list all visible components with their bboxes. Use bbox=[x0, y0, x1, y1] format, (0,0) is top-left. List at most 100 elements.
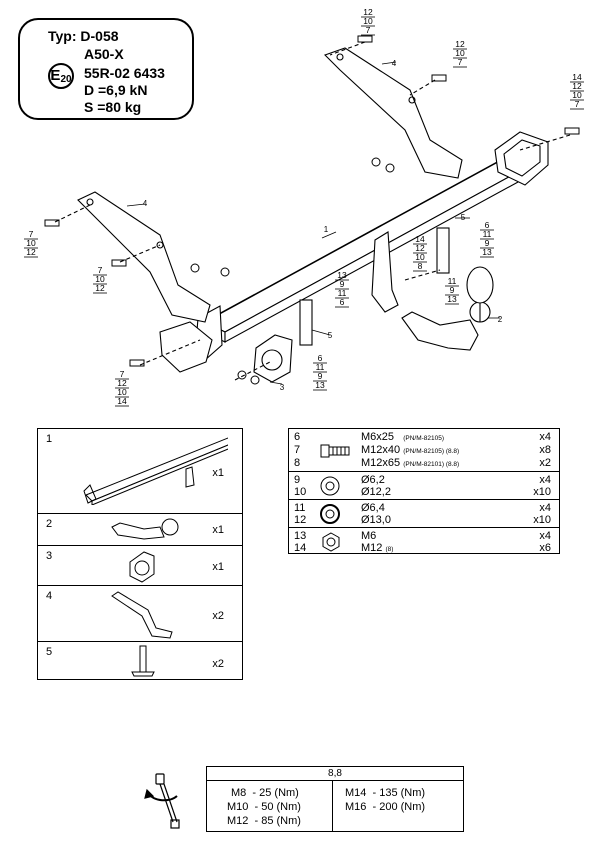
label-part-3: 3 bbox=[280, 383, 285, 392]
label-part-4-lower: 4 bbox=[143, 199, 148, 208]
svg-text:11: 11 bbox=[338, 288, 347, 298]
svg-text:12: 12 bbox=[455, 39, 465, 49]
svg-text:12: 12 bbox=[26, 247, 36, 257]
svg-text:10: 10 bbox=[95, 274, 105, 284]
svg-text:9: 9 bbox=[450, 285, 455, 295]
callout-stack-top: 12 10 7 bbox=[363, 7, 373, 35]
torque-m10: M10 - 50 (Nm) bbox=[227, 801, 301, 813]
svg-text:11: 11 bbox=[316, 362, 325, 372]
callout-stack-upper-right: 14 12 10 7 bbox=[572, 72, 582, 109]
svg-text:10: 10 bbox=[415, 252, 425, 262]
type-value: D-058 bbox=[80, 28, 119, 44]
part-number: 1 bbox=[46, 433, 53, 445]
bracket-part-4-lower bbox=[77, 191, 211, 323]
svg-text:6: 6 bbox=[485, 220, 490, 230]
label-part-4-upper: 4 bbox=[392, 59, 397, 68]
nut-icon bbox=[322, 532, 340, 552]
svg-text:14: 14 bbox=[117, 396, 127, 406]
svg-text:13: 13 bbox=[337, 270, 347, 280]
approval-number: 55R-02 6433 bbox=[84, 65, 165, 81]
svg-text:12: 12 bbox=[363, 7, 373, 17]
approval-e-mark: E20 bbox=[48, 63, 74, 89]
side-bracket-thumbnail bbox=[111, 591, 173, 639]
callout-stack-center-13: 13 9 11 6 bbox=[337, 270, 347, 307]
svg-text:14: 14 bbox=[572, 72, 582, 82]
part-qty: x1 bbox=[212, 467, 224, 479]
label-part-5-left: 5 bbox=[328, 331, 333, 340]
svg-text:11: 11 bbox=[448, 276, 457, 286]
crossbar-thumbnail bbox=[83, 437, 228, 505]
svg-text:10: 10 bbox=[117, 387, 127, 397]
tow-hook-thumbnail bbox=[111, 518, 179, 540]
svg-text:7: 7 bbox=[366, 25, 371, 35]
part-number: 5 bbox=[46, 646, 53, 658]
svg-text:12: 12 bbox=[117, 378, 127, 388]
svg-text:9: 9 bbox=[485, 238, 490, 248]
svg-text:6: 6 bbox=[340, 297, 345, 307]
callout-stack-left-middle: 7 10 12 bbox=[95, 265, 105, 293]
svg-text:10: 10 bbox=[455, 48, 465, 58]
socket-plate-thumbnail bbox=[129, 551, 155, 583]
parts-row-2: 2 x1 bbox=[38, 513, 242, 546]
parts-row-1: 1 x1 bbox=[38, 429, 242, 513]
svg-text:9: 9 bbox=[340, 279, 345, 289]
part-number: 3 bbox=[46, 550, 53, 562]
hardware-row-spring-washers: 11 12 Ø6,4 Ø13,0 x4 x10 bbox=[289, 499, 559, 528]
parts-row-4: 4 x2 bbox=[38, 585, 242, 642]
torque-wrench-icon bbox=[144, 773, 180, 829]
torque-table: 8,8 M8 - 25 (Nm) M10 - 50 (Nm) M12 - 85 … bbox=[206, 766, 464, 832]
parts-row-5: 5 x2 bbox=[38, 641, 242, 680]
type-label: Typ: bbox=[48, 28, 77, 44]
svg-text:12: 12 bbox=[415, 243, 425, 253]
svg-text:10: 10 bbox=[363, 16, 373, 26]
torque-m8: M8 - 25 (Nm) bbox=[231, 787, 299, 799]
svg-text:10: 10 bbox=[572, 90, 582, 100]
part-qty: x1 bbox=[212, 524, 224, 536]
callout-stack-center-right: 14 12 10 8 bbox=[415, 234, 425, 271]
socket-plate-part-3 bbox=[253, 334, 293, 383]
approval-country-code: 20 bbox=[60, 74, 72, 85]
parts-table: 1 x1 2 x1 3 x1 bbox=[37, 428, 243, 680]
torque-m12: M12 - 85 (Nm) bbox=[227, 815, 301, 827]
hardware-row-bolts: 6 7 8 M6x25 (PN/M-82105) M12x40 (PN/M-82… bbox=[294, 431, 551, 469]
s-value: S =80 kg bbox=[84, 99, 142, 115]
bracket-part-5-b bbox=[436, 227, 450, 274]
tow-hook-part-2 bbox=[401, 266, 494, 351]
bolt-icon bbox=[320, 444, 350, 458]
svg-text:9: 9 bbox=[318, 371, 323, 381]
callout-stack-upper-middle: 12 10 7 bbox=[455, 39, 465, 67]
hardware-row-nuts: 13 14 M6 M12 (8) x4 x6 bbox=[289, 527, 559, 554]
callout-stack-left-upper: 7 10 12 bbox=[26, 229, 36, 257]
bracket-part-5-a bbox=[299, 299, 313, 346]
part-number: 2 bbox=[46, 518, 53, 530]
label-part-2: 2 bbox=[498, 315, 503, 324]
svg-text:11: 11 bbox=[483, 229, 492, 239]
svg-text:13: 13 bbox=[447, 294, 457, 304]
parts-row-3: 3 x1 bbox=[38, 545, 242, 586]
exploded-assembly-diagram: 1 2 3 4 4 5 5 12 10 7 12 10 7 14 12 10 7… bbox=[24, 7, 584, 407]
svg-text:7: 7 bbox=[575, 99, 580, 109]
svg-text:7: 7 bbox=[458, 57, 463, 67]
d-value: D =6,9 kN bbox=[84, 82, 148, 98]
torque-m14: M14 - 135 (Nm) bbox=[345, 787, 426, 799]
hardware-table: 6 7 8 M6x25 (PN/M-82105) M12x40 (PN/M-82… bbox=[288, 428, 560, 554]
svg-text:13: 13 bbox=[315, 380, 325, 390]
type-line: Typ: D-058 bbox=[48, 29, 119, 44]
svg-text:10: 10 bbox=[26, 238, 36, 248]
callout-stack-bottom-6: 6 11 9 13 bbox=[315, 353, 325, 390]
bracket-part-4-upper bbox=[323, 47, 463, 179]
svg-text:7: 7 bbox=[29, 229, 34, 239]
callout-stack-left-lower: 7 12 10 14 bbox=[117, 369, 127, 406]
svg-text:14: 14 bbox=[415, 234, 425, 244]
svg-text:12: 12 bbox=[95, 283, 105, 293]
svg-text:13: 13 bbox=[482, 247, 492, 257]
part-qty: x2 bbox=[212, 610, 224, 622]
label-part-5-right: 5 bbox=[461, 213, 466, 222]
svg-text:12: 12 bbox=[572, 81, 582, 91]
svg-text:8: 8 bbox=[418, 261, 423, 271]
flat-washer-icon bbox=[320, 476, 340, 496]
bolt-grade: 8,8 bbox=[207, 767, 463, 781]
hardware-row-flat-washers: 9 10 Ø6,2 Ø12,2 x4 x10 bbox=[289, 471, 559, 500]
part-qty: x1 bbox=[212, 561, 224, 573]
part-qty: x2 bbox=[212, 658, 224, 670]
